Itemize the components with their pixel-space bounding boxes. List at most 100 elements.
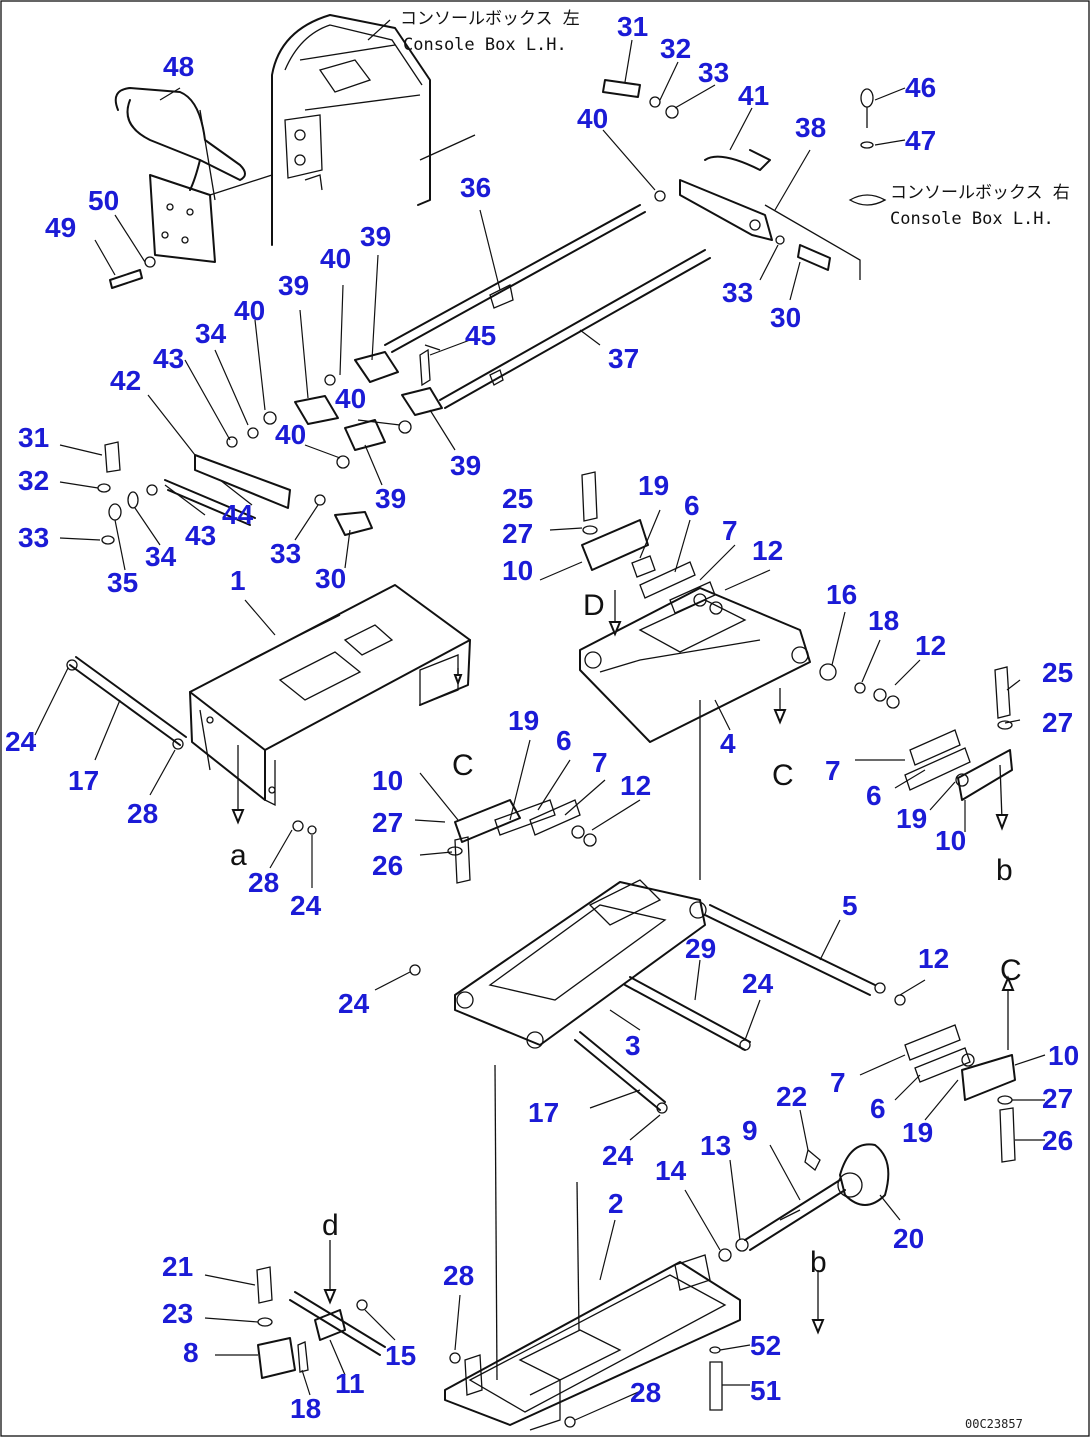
bolt-49	[109, 269, 143, 289]
knob-20-screw-9	[718, 1143, 890, 1262]
collar-40-top	[654, 190, 666, 202]
view-marker-c: C	[772, 759, 794, 792]
callout-28-d: 28	[630, 1377, 661, 1408]
callout-7-b: 7	[592, 747, 608, 778]
callout-33-c: 33	[18, 522, 49, 553]
callout-22: 22	[776, 1081, 807, 1112]
bracket-10-right	[904, 666, 1013, 801]
callout-18-a: 18	[868, 605, 899, 636]
callout-41: 41	[738, 80, 769, 111]
pin-17-lower	[409, 964, 668, 1114]
callout-38: 38	[795, 112, 826, 143]
view-marker-c-mid: C	[452, 749, 474, 782]
callout-1: 1	[230, 565, 246, 596]
note-console-right-en: Console Box L.H.	[890, 209, 1054, 229]
callout-45: 45	[465, 320, 496, 351]
callout-numbers: 1 2 3 4 5 6 6 6 6 7 7 7 7 8 9 10 10 10 1…	[5, 11, 1079, 1424]
callout-4: 4	[720, 728, 736, 759]
callout-40-a: 40	[577, 103, 608, 134]
callout-35: 35	[107, 567, 138, 598]
callout-26-a: 26	[372, 850, 403, 881]
callout-40-b: 40	[320, 243, 351, 274]
callout-33-d: 33	[270, 538, 301, 569]
callout-24-c: 24	[338, 988, 370, 1019]
callout-2: 2	[608, 1188, 624, 1219]
drawing-code: 00C23857	[965, 1417, 1023, 1431]
callout-19-d: 19	[902, 1117, 933, 1148]
link-42-44	[97, 436, 373, 545]
callout-28-a: 28	[127, 798, 158, 829]
view-marker-a: a	[230, 839, 247, 872]
callout-30-b: 30	[315, 563, 346, 594]
callout-10-d: 10	[1048, 1040, 1079, 1071]
callout-10-a: 10	[502, 555, 533, 586]
frame-1	[189, 584, 471, 807]
callout-6-b: 6	[556, 725, 572, 756]
view-marker-d-upper: D	[583, 589, 605, 622]
base-2	[444, 1064, 741, 1431]
callout-32-b: 32	[18, 465, 49, 496]
callout-40-e: 40	[275, 419, 306, 450]
callout-11: 11	[335, 1368, 365, 1399]
handle-48-illustration	[114, 87, 273, 263]
callout-27-a: 27	[502, 518, 533, 549]
callout-7-c: 7	[825, 755, 841, 786]
callout-43-b: 43	[185, 520, 216, 551]
callout-44: 44	[222, 499, 254, 530]
callout-18-b: 18	[290, 1393, 321, 1424]
callout-6-c: 6	[866, 780, 882, 811]
callout-12-b: 12	[620, 770, 651, 801]
callout-19-b: 19	[508, 705, 539, 736]
callout-12-d: 12	[918, 943, 949, 974]
callout-32-a: 32	[660, 33, 691, 64]
callout-39-b: 39	[278, 270, 309, 301]
callout-8: 8	[183, 1337, 199, 1368]
view-marker-b-lower: b	[810, 1246, 827, 1279]
callout-28-b: 28	[248, 867, 279, 898]
callout-14: 14	[655, 1155, 687, 1186]
collars-40	[247, 374, 412, 469]
washer-32-top	[649, 96, 661, 108]
link-38-41	[679, 149, 861, 280]
note-console-left-en: Console Box L.H.	[403, 35, 567, 55]
callout-33-b: 33	[722, 277, 753, 308]
callout-46: 46	[905, 72, 936, 103]
callout-9: 9	[742, 1115, 758, 1146]
callout-21: 21	[162, 1251, 193, 1282]
callout-40-d: 40	[335, 383, 366, 414]
bracket-10-lower-right	[904, 1024, 1016, 1163]
callout-12-c: 12	[915, 630, 946, 661]
blocks-39	[294, 348, 443, 451]
callout-34-b: 34	[145, 541, 177, 572]
callout-47: 47	[905, 125, 936, 156]
callout-34-a: 34	[195, 318, 227, 349]
callout-30-a: 30	[770, 302, 801, 333]
callout-33-a: 33	[698, 57, 729, 88]
callout-27-d: 27	[1042, 1083, 1073, 1114]
callout-24-a: 24	[5, 726, 37, 757]
bracket-10-top	[581, 471, 723, 615]
view-marker-b: b	[996, 854, 1013, 887]
callout-43-a: 43	[153, 343, 184, 374]
callout-24-e: 24	[602, 1140, 634, 1171]
callout-20: 20	[893, 1223, 924, 1254]
callout-17-b: 17	[528, 1097, 559, 1128]
leader-lines	[34, 19, 1046, 1421]
note-console-right-jp: コンソールボックス 右	[890, 183, 1070, 203]
callout-28-c: 28	[443, 1260, 474, 1291]
washer-50	[144, 256, 156, 268]
callout-17-a: 17	[68, 765, 99, 796]
note-console-left-jp: コンソールボックス 左	[400, 9, 580, 29]
view-marker-d: d	[322, 1209, 339, 1242]
callout-25-b: 25	[1042, 657, 1073, 688]
callout-26-b: 26	[1042, 1125, 1073, 1156]
callout-5: 5	[842, 890, 858, 921]
washer-33-top	[665, 105, 679, 119]
console-box-illustration	[271, 14, 476, 246]
view-marker-c-right: C	[1000, 954, 1022, 987]
bushing-16-18-right	[819, 663, 900, 709]
callout-24-d: 24	[742, 968, 774, 999]
